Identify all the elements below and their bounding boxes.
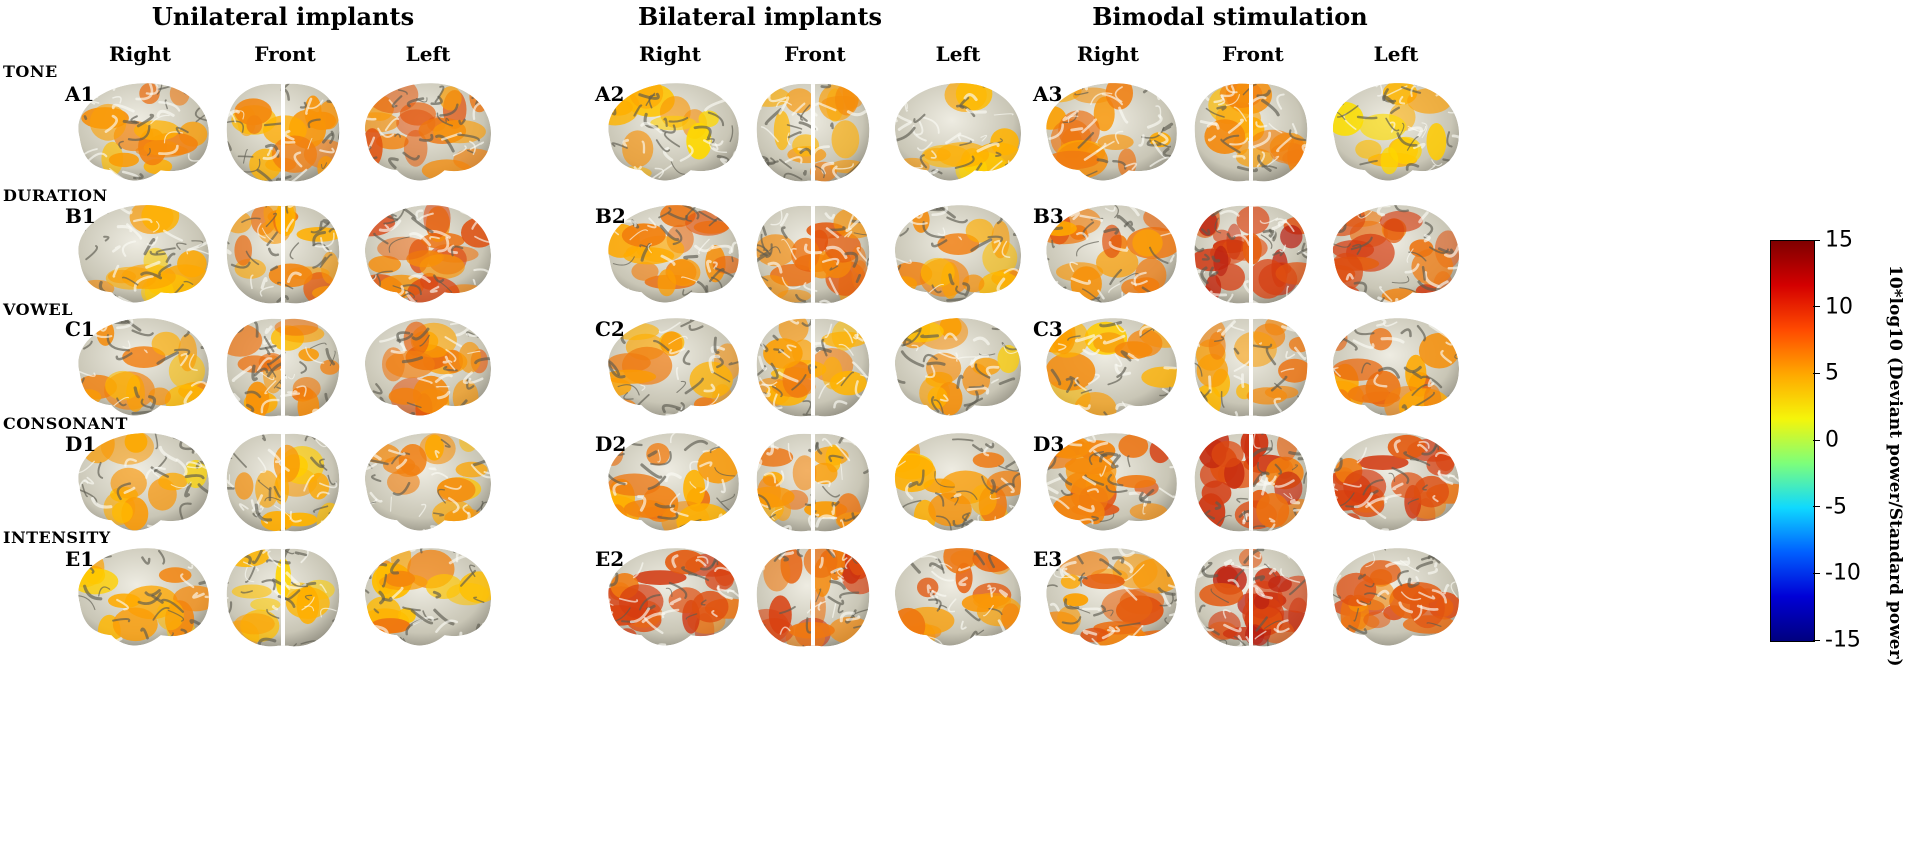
brain-render [1194,433,1308,532]
colorbar-tick-mark [1813,639,1820,641]
colorbar-tick-label: -5 [1825,494,1847,520]
brain-render [756,83,870,182]
brain-render [1194,205,1308,304]
brain-render [78,433,209,531]
colorbar-tick-label: -15 [1825,627,1861,653]
brain-render [1046,205,1177,303]
brain-render [226,433,340,532]
brain-render [78,318,209,416]
group-title: Unilateral implants [151,2,415,31]
brain-render [1332,83,1460,181]
view-label-right: Right [1077,42,1139,66]
brain-render [608,433,739,531]
panel-label: B1 [65,204,96,228]
brain-render [894,318,1022,416]
brain-render [1332,318,1460,416]
panel-label: A3 [1033,82,1063,106]
brain-render [756,205,870,304]
colorbar [1770,240,1815,642]
brain-render [608,205,739,303]
brain-render [1194,83,1308,182]
panel-label: A1 [65,82,95,106]
panel-label: C2 [595,317,625,341]
colorbar-tick-mark [1813,306,1820,308]
brain-render [364,83,492,181]
panel-label: D3 [1033,432,1065,456]
brain-render [608,83,739,181]
view-label-front: Front [254,42,316,66]
brain-render [1046,433,1177,531]
brain-render [894,83,1022,181]
colorbar-tick-label: 15 [1825,227,1853,253]
colorbar-tick-mark [1813,506,1820,508]
brain-render [894,548,1022,646]
brain-render [1194,318,1308,417]
brain-render [894,433,1022,531]
colorbar-tick-mark [1813,439,1820,441]
brain-render [1046,548,1177,646]
view-label-front: Front [784,42,846,66]
view-label-right: Right [109,42,171,66]
brain-render [756,433,870,532]
panel-label: A2 [595,82,625,106]
colorbar-tick-label: 5 [1825,360,1839,386]
view-label-left: Left [405,42,451,66]
colorbar-tick-label: 0 [1825,427,1839,453]
brain-render [226,318,340,417]
panel-label: C3 [1033,317,1063,341]
brain-render [1332,548,1460,646]
brain-render [226,205,340,304]
brain-render [1332,433,1460,531]
colorbar-tick-mark [1813,239,1820,241]
panel-label: E1 [65,547,95,571]
row-label-vowel: VOWEL [3,300,73,319]
panel-label: B2 [595,204,626,228]
colorbar-tick-mark [1813,372,1820,374]
brain-render [364,433,492,531]
panel-label: D1 [65,432,97,456]
brain-render [756,318,870,417]
view-label-front: Front [1222,42,1284,66]
row-label-intensity: INTENSITY [3,528,111,547]
row-label-duration: DURATION [3,186,108,205]
panel-label: C1 [65,317,95,341]
panel-label: E2 [595,547,625,571]
brain-render [1332,205,1460,303]
brain-render [364,548,492,646]
panel-label: E3 [1033,547,1063,571]
brain-render [226,83,340,182]
brain-render [608,548,739,646]
row-label-consonant: CONSONANT [3,414,128,433]
view-label-right: Right [639,42,701,66]
brain-render [1194,548,1308,647]
view-label-left: Left [1373,42,1419,66]
colorbar-title: 10*log10 (Deviant power/Standard power) [1885,265,1905,667]
panel-label: B3 [1033,204,1064,228]
brain-render [226,548,340,647]
brain-render [364,318,492,416]
group-title: Bilateral implants [637,2,883,31]
colorbar-tick-label: -10 [1825,560,1861,586]
group-title: Bimodal stimulation [1092,2,1368,31]
brain-render [1046,318,1177,416]
view-label-left: Left [935,42,981,66]
brain-render [1046,83,1177,181]
brain-render [78,205,209,303]
brain-render [608,318,739,416]
row-label-tone: TONE [3,62,58,81]
colorbar-tick-mark [1813,572,1820,574]
brain-render [894,205,1022,303]
brain-render [756,548,870,647]
colorbar-tick-label: 10 [1825,294,1853,320]
panel-label: D2 [595,432,627,456]
brain-render [364,205,492,303]
brain-render [78,83,209,181]
brain-render [78,548,209,646]
